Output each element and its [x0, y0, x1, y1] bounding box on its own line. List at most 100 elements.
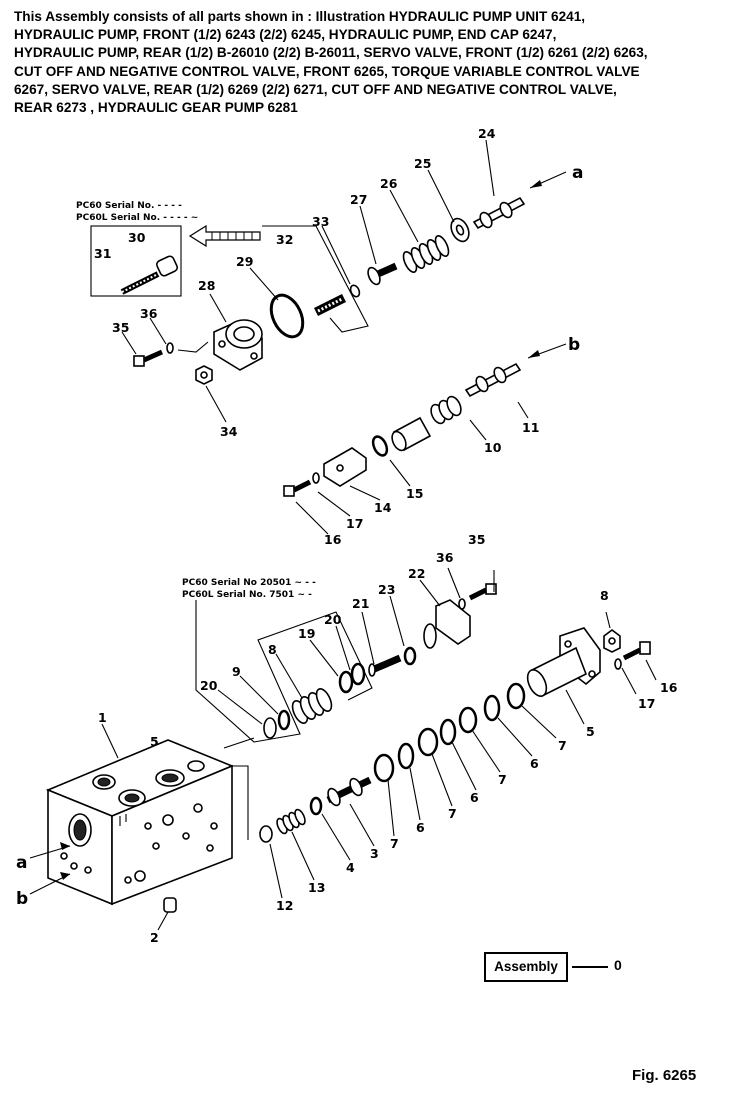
callout-25: 25 — [414, 156, 431, 171]
callout-26: 26 — [380, 176, 398, 191]
description-line: This Assembly consists of all parts show… — [14, 9, 586, 24]
replacement-arrow — [188, 224, 261, 248]
leader — [361, 611, 375, 665]
part-19-ring — [338, 670, 354, 694]
part-30-cap — [155, 255, 179, 277]
part-5-sleeve — [526, 627, 601, 698]
port-a-left-label: a — [16, 853, 27, 873]
assembly-label: Assembly — [494, 959, 558, 974]
part-7-ring-c — [439, 718, 457, 746]
callout-30: 30 — [128, 230, 146, 245]
callout-6-c: 6 — [416, 820, 425, 835]
part-6-ring-b — [417, 727, 439, 757]
leader — [517, 401, 529, 419]
callout-10: 10 — [484, 440, 502, 455]
part-9-ring — [277, 709, 291, 731]
callout-17-right: 17 — [638, 696, 655, 711]
part-22-cover — [423, 599, 471, 649]
leader — [645, 659, 657, 681]
leader — [239, 675, 279, 715]
callout-11: 11 — [522, 420, 539, 435]
leader — [447, 567, 461, 599]
part-8-nut-right — [603, 629, 621, 653]
description-line: HYDRAULIC PUMP, REAR (1/2) B-26010 (2/2)… — [14, 45, 648, 61]
port-a-top-label: a — [572, 163, 583, 183]
description-line: CUT OFF AND NEGATIVE CONTROL VALVE, FRON… — [14, 63, 640, 79]
leader — [291, 831, 315, 881]
leader — [101, 723, 119, 759]
leader — [431, 753, 453, 807]
leader — [275, 653, 303, 699]
serial-note-pc60l-top: PC60L Serial No. - - - - ~ — [76, 213, 198, 223]
part-25-washer — [450, 217, 470, 243]
part-6-ring-c — [397, 742, 415, 770]
port-a-top-arrow — [529, 171, 567, 189]
part-3-spool — [326, 776, 372, 807]
part-28-cover — [213, 319, 263, 371]
callout-6-b: 6 — [470, 790, 479, 805]
callout-14: 14 — [374, 500, 392, 515]
description-line: HYDRAULIC PUMP, FRONT (1/2) 6243 (2/2) 6… — [14, 27, 557, 43]
part-6-ring-a — [506, 682, 526, 710]
leader — [389, 189, 419, 243]
callout-28: 28 — [198, 278, 215, 293]
part-16-bolt-right — [622, 641, 651, 661]
part-15a-piston — [391, 416, 432, 452]
part-35-bolt-mid — [468, 583, 497, 601]
callout-29: 29 — [236, 254, 253, 269]
leader — [321, 225, 351, 285]
part-1-valve-body — [45, 739, 235, 906]
callout-8-right: 8 — [600, 588, 609, 603]
port-b-top-label: b — [568, 335, 580, 355]
callout-7-d: 7 — [390, 836, 399, 851]
part-4-o-ring — [309, 796, 323, 816]
callout-15: 15 — [406, 486, 423, 501]
leader — [209, 293, 227, 323]
part-20-washer-b — [263, 717, 277, 739]
part-7-ring-d — [373, 753, 395, 783]
part-36-washer-mid — [458, 598, 466, 610]
leader — [335, 625, 351, 671]
part-29-o-ring — [269, 293, 305, 339]
part-20-ring-a — [350, 662, 366, 686]
part-15-o-ring — [371, 435, 389, 457]
leader — [121, 331, 137, 355]
group-outline-mid — [195, 600, 373, 743]
leader — [223, 737, 255, 749]
part-16-bolt — [283, 479, 312, 497]
callout-34: 34 — [220, 424, 238, 439]
leader — [451, 741, 477, 791]
leader — [469, 419, 487, 441]
leader — [349, 803, 375, 847]
callout-2: 2 — [150, 930, 159, 945]
leader — [497, 717, 533, 757]
callout-24: 24 — [478, 126, 496, 141]
port-b-left-arrow — [29, 872, 71, 895]
callout-5-body: 5 — [150, 734, 159, 749]
callout-19: 19 — [298, 626, 315, 641]
callout-33: 33 — [312, 214, 329, 229]
callout-7-a: 7 — [558, 738, 567, 753]
callout-17: 17 — [346, 516, 363, 531]
part-17-washer — [312, 472, 320, 484]
leader — [249, 267, 279, 301]
callout-23: 23 — [378, 582, 395, 597]
callout-6-a: 6 — [530, 756, 539, 771]
assembly-number: 0 — [614, 957, 622, 973]
part-36-washer-top — [166, 342, 174, 354]
leader — [409, 767, 421, 821]
leader — [605, 611, 611, 629]
figure-label: Fig. 6265 — [632, 1067, 697, 1084]
port-b-top-arrow — [527, 343, 567, 359]
leader — [621, 667, 637, 695]
port-a-left-arrow — [29, 842, 71, 859]
leader — [419, 579, 441, 607]
callout-9: 9 — [232, 664, 241, 679]
description-line: REAR 6273 , HYDRAULIC GEAR PUMP 6281 — [14, 100, 298, 116]
leader — [269, 843, 283, 899]
leader — [485, 139, 495, 197]
callout-32: 32 — [276, 232, 293, 247]
leader — [317, 491, 351, 517]
leader — [205, 385, 227, 423]
callout-35-mid: 35 — [468, 532, 485, 547]
